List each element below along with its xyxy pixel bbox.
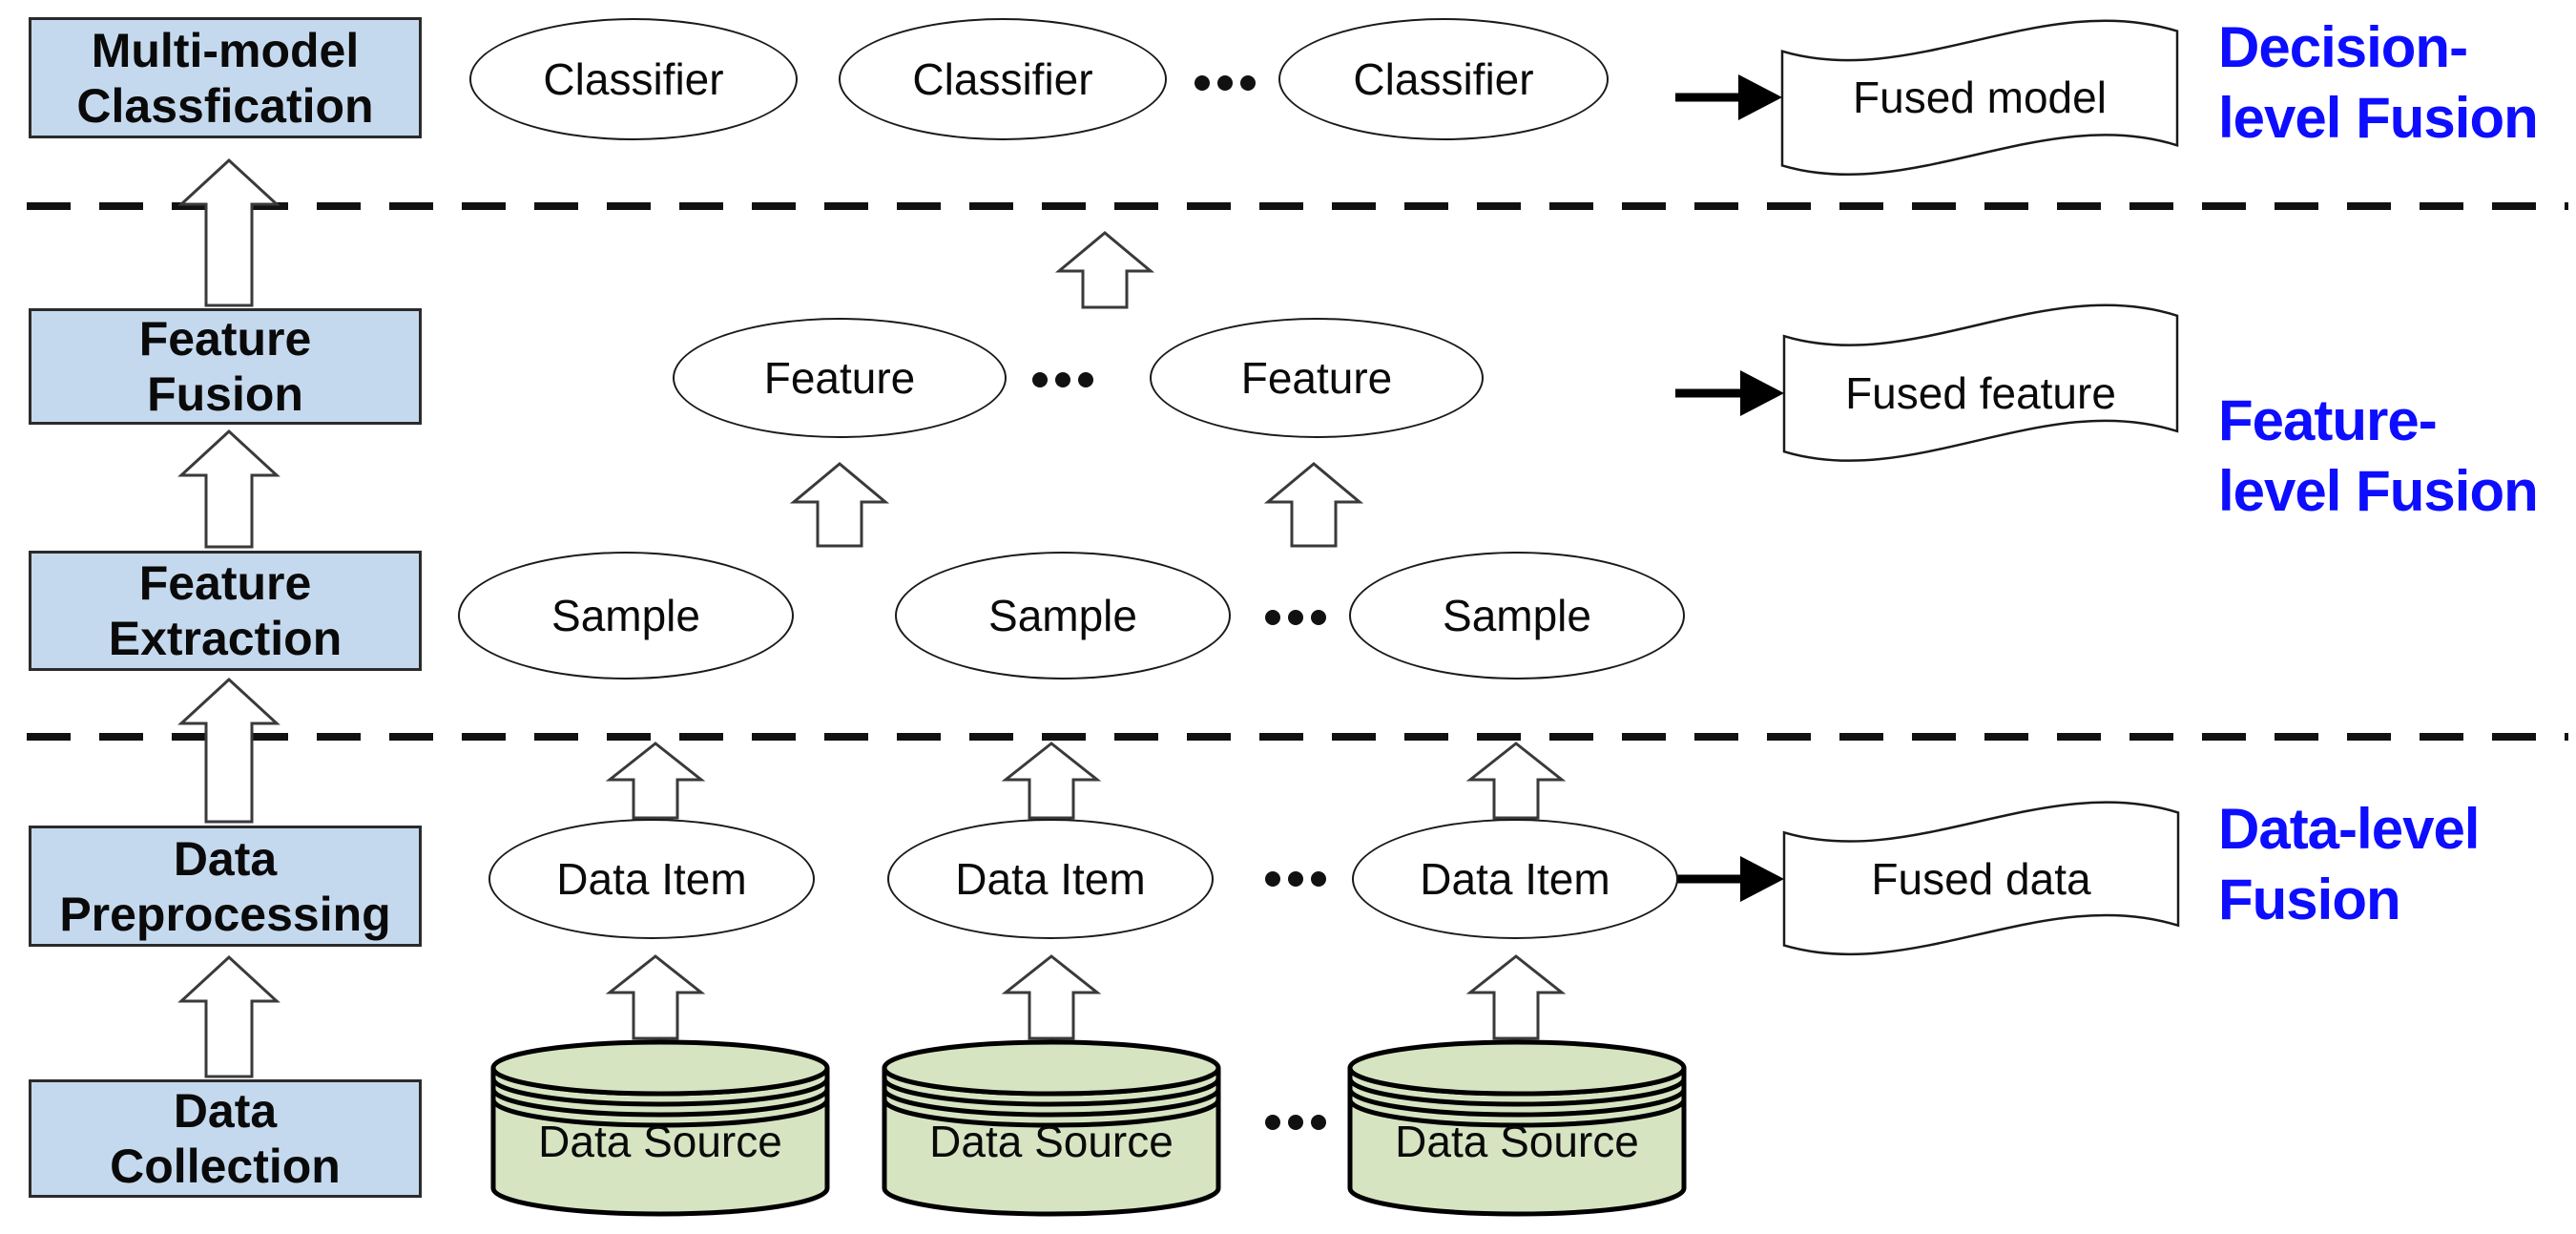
process-box-label-line1: Multi-model	[91, 23, 360, 77]
right-arrow-head-icon	[1740, 856, 1784, 902]
up-arrow-icon	[177, 677, 280, 824]
ellipsis-icon	[1032, 372, 1093, 387]
data-source-cylinder-ring	[490, 1077, 830, 1107]
sample-node: Sample	[1349, 552, 1685, 680]
right-arrow-head-icon	[1738, 74, 1782, 120]
up-arrow-icon	[1001, 742, 1102, 820]
ellipsis-icon	[1265, 871, 1326, 887]
up-arrow-icon	[1263, 462, 1364, 548]
up-arrow-icon	[605, 742, 706, 820]
data-source-label: Data Source	[1395, 1117, 1639, 1166]
data-source-cylinder-ring	[882, 1077, 1221, 1107]
process-box-label-line1: Feature	[138, 312, 312, 366]
up-arrow-icon	[1465, 954, 1567, 1040]
fused-feature-label: Fused feature	[1845, 368, 2116, 418]
data-source-label: Data Source	[538, 1117, 782, 1166]
data-source-cylinder-ring	[1347, 1088, 1687, 1118]
process-box-label-line2: Fusion	[147, 367, 303, 421]
process-box-feature-fusion: Feature Fusion	[29, 308, 422, 425]
feature-node: Feature	[673, 318, 1007, 438]
process-box-feature-extraction: Feature Extraction	[29, 551, 422, 671]
fused-model-label: Fused model	[1853, 73, 2107, 122]
feature-node: Feature	[1150, 318, 1484, 438]
process-box-label-line2: Extraction	[108, 612, 343, 665]
process-box-label-line1: Data	[173, 1084, 278, 1138]
up-arrow-icon	[177, 429, 280, 549]
process-box-data-preprocessing: Data Preprocessing	[29, 826, 422, 947]
data-source-cylinder-ring	[490, 1088, 830, 1118]
process-box-multi-model-classification: Multi-model Classfication	[29, 17, 422, 138]
classifier-node: Classifier	[839, 18, 1167, 140]
process-box-label-line2: Preprocessing	[59, 887, 391, 941]
fused-data-label: Fused data	[1871, 854, 2091, 904]
data-source-label: Data Source	[929, 1117, 1174, 1166]
data-item-node: Data Item	[1352, 819, 1678, 939]
up-arrow-icon	[605, 954, 706, 1040]
decision-level-fusion-label: Decision- level Fusion	[2218, 15, 2539, 150]
sample-node: Sample	[895, 552, 1231, 680]
data-source-cylinder-top	[882, 1039, 1221, 1097]
up-arrow-icon	[177, 954, 280, 1078]
up-arrow-icon	[1001, 954, 1102, 1040]
process-box-label-line2: Classfication	[76, 78, 374, 133]
feature-level-fusion-label: Feature- level Fusion	[2218, 388, 2539, 523]
up-arrow-icon	[1054, 231, 1155, 309]
data-source-cylinder-ring	[882, 1088, 1221, 1118]
up-arrow-icon	[789, 462, 890, 548]
data-source-cylinder-top	[490, 1039, 830, 1097]
ellipsis-icon	[1265, 610, 1326, 625]
data-item-node: Data Item	[887, 819, 1214, 939]
data-level-fusion-label: Data-level Fusion	[2218, 797, 2480, 931]
data-item-node: Data Item	[488, 819, 815, 939]
classifier-node: Classifier	[469, 18, 798, 140]
up-arrow-icon	[177, 157, 280, 307]
sample-node: Sample	[458, 552, 794, 680]
process-box-label-line1: Data	[173, 831, 278, 886]
data-source-cylinder-ring	[1347, 1077, 1687, 1107]
data-source-cylinder-top	[1347, 1039, 1687, 1097]
process-box-data-collection: Data Collection	[29, 1079, 422, 1198]
ellipsis-icon	[1265, 1115, 1326, 1130]
right-arrow-head-icon	[1740, 370, 1784, 416]
up-arrow-icon	[1465, 742, 1567, 820]
ellipsis-icon	[1195, 75, 1256, 91]
process-box-label-line2: Collection	[110, 1140, 341, 1193]
process-box-label-line1: Feature	[138, 556, 312, 610]
classifier-node: Classifier	[1278, 18, 1609, 140]
